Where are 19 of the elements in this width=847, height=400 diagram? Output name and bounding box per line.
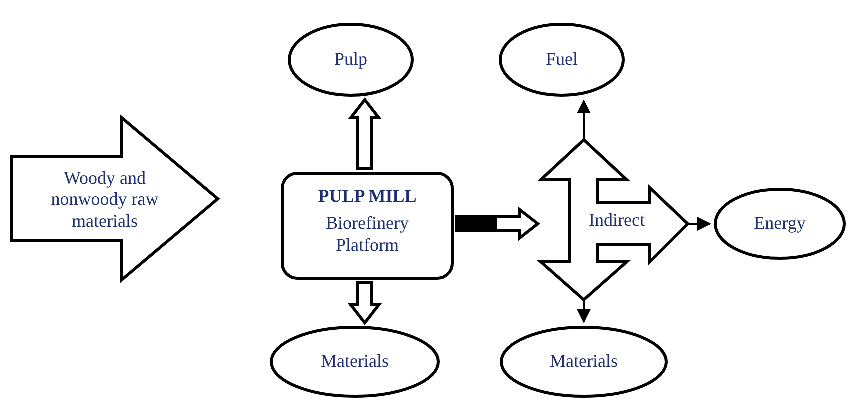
product-ellipse [500, 326, 668, 398]
product-ellipse [499, 23, 625, 97]
block-arrow [348, 98, 382, 170]
input-arrow [10, 116, 220, 282]
label: Woody and nonwoody raw materials [50, 166, 160, 233]
product-ellipse [288, 23, 414, 97]
process-box [281, 172, 454, 280]
product-ellipse [270, 326, 440, 398]
arrow [689, 217, 712, 231]
heading: PULP MILL [317, 185, 418, 208]
product-ellipse [714, 188, 846, 260]
label: Pulp [333, 48, 368, 72]
label: Materials [320, 350, 390, 374]
label: Biorefinery Platform [325, 212, 410, 257]
label: Fuel [544, 48, 579, 72]
block-arrow [456, 206, 540, 242]
block-arrow [348, 282, 382, 326]
label: Materials [549, 350, 619, 374]
label: Energy [753, 212, 807, 236]
